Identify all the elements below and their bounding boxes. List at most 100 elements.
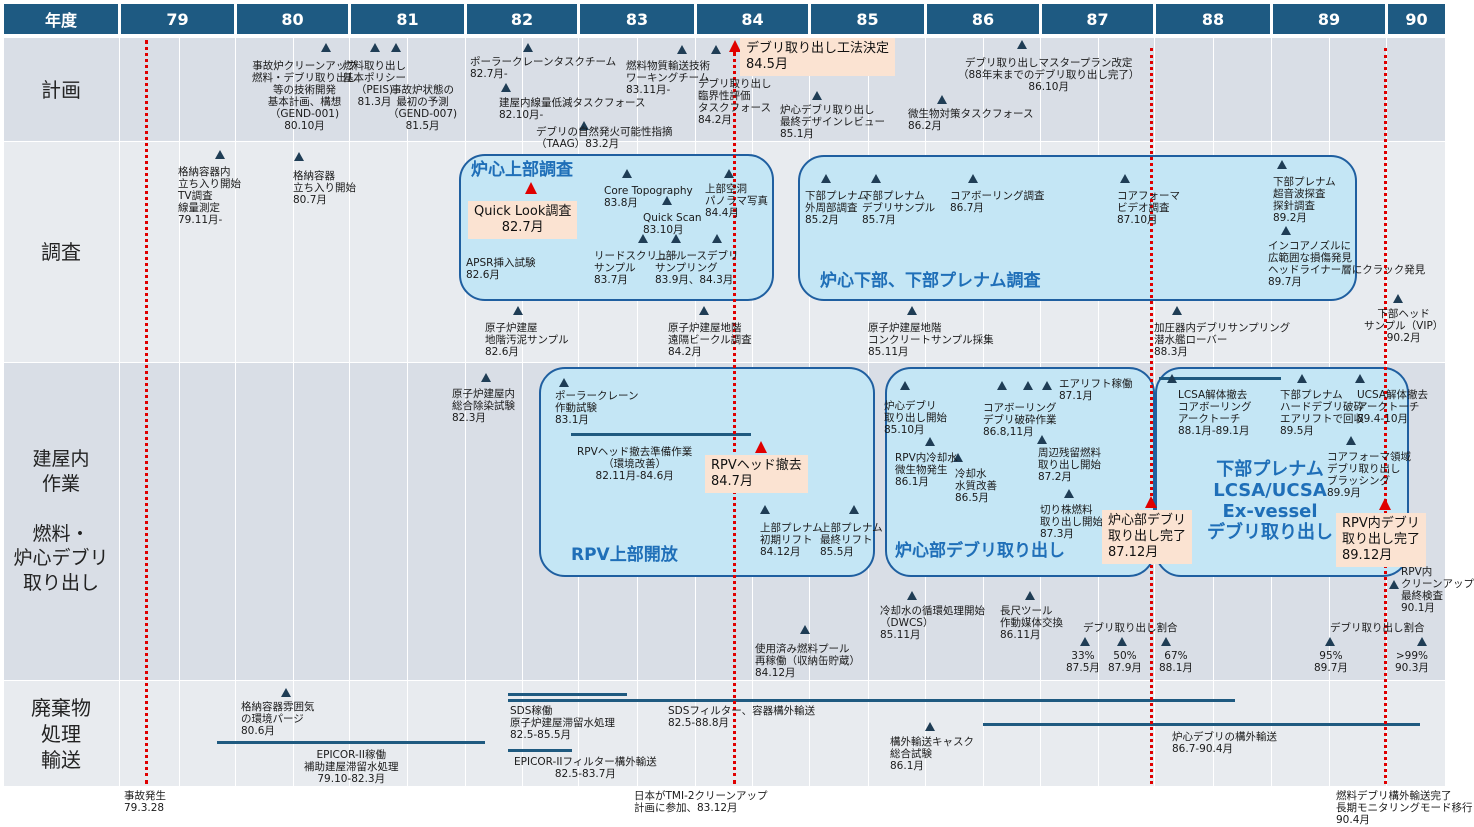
category-work-debris-removal: 建屋内 作業 燃料・ 炉心デブリ 取り出し	[13, 448, 109, 594]
header-year-86: 86	[927, 4, 1039, 34]
milestone-marker	[729, 40, 741, 52]
event-marker	[215, 150, 225, 159]
event-note: 燃料物質輸送技術 ワーキングチーム 83.11月-	[626, 60, 710, 96]
event-note: 下部プレナム 超音波探査 探針調査 89.2月	[1273, 176, 1336, 224]
event-marker	[523, 43, 533, 52]
event-note: 格納容器内 立ち入り開始 TV調査 線量測定 79.11月-	[178, 166, 241, 226]
milestone-marker	[1379, 498, 1391, 510]
event-note: Quick Scan 83.10月	[643, 212, 702, 236]
event-marker	[712, 234, 722, 243]
milestone-line-core-debris-complete	[1150, 48, 1153, 784]
header-year-label: 79	[166, 9, 189, 29]
event-marker	[622, 169, 632, 178]
event-note: ポーラークレーン 作動試験 83.1月	[555, 390, 639, 426]
event-marker	[1117, 637, 1127, 646]
event-marker	[997, 381, 1007, 390]
event-marker	[677, 45, 687, 54]
category-planning: 計画	[41, 77, 81, 102]
event-note: 燃料取り出し 基本ポリシー （PEIS) 81.3月	[343, 60, 406, 108]
event-note: エアリフト稼働 87.1月	[1059, 378, 1133, 402]
group-lower-core-survey	[798, 155, 1357, 301]
event-marker	[821, 174, 831, 183]
band-planning	[4, 38, 1445, 141]
header-year-label: 83	[625, 9, 649, 29]
event-note: 冷却水の循環処理開始 （DWCS） 85.11月	[880, 605, 985, 641]
event-note: デブリ取り出し 臨界性評価 タスクフォース 84.2月	[698, 78, 772, 126]
header-year-label: 84	[741, 9, 764, 29]
event-note: 事故炉クリーンアップ 燃料・デブリ取り出し 等の技術開発 基本計画、構想 （GE…	[252, 60, 357, 132]
event-note: コアボーリング調査 86.7月	[950, 190, 1045, 214]
header-year-label: 90	[1405, 9, 1428, 29]
event-marker	[662, 196, 672, 205]
event-marker	[871, 174, 881, 183]
milestone-line-rpv-debris-complete	[1384, 48, 1387, 784]
event-marker	[849, 505, 859, 514]
header-year-80: 80	[237, 4, 348, 34]
event-marker	[907, 591, 917, 600]
duration-bar	[508, 749, 572, 752]
milestone-marker	[525, 182, 537, 194]
event-marker	[925, 722, 935, 731]
event-marker	[370, 43, 380, 52]
event-note: 95% 89.7月	[1314, 650, 1348, 674]
event-marker	[671, 234, 681, 243]
callout-quick-look: Quick Look調査 82.7月	[468, 201, 578, 239]
milestone-marker	[1145, 496, 1157, 508]
event-marker	[1042, 381, 1052, 390]
header-year-82: 82	[467, 4, 577, 34]
event-marker	[1325, 637, 1335, 646]
event-note: 下部ヘッド サンプル（VIP） 90.2月	[1364, 308, 1444, 344]
event-note: コアフォーマ ビデオ調査 87.10月	[1117, 190, 1180, 226]
event-note: SDSフィルター、容器構外輸送 82.5-88.8月	[668, 705, 816, 729]
event-note: LCSA解体撤去 コアボーリング アークトーチ 88.1月-89.1月	[1178, 389, 1252, 437]
event-note: コアフォーマ領域 デブリ取り出し ブラッシング 89.9月	[1327, 451, 1411, 499]
milestone-line-japan-join	[733, 52, 736, 784]
header-fiscal-year-label: 年度	[44, 11, 77, 30]
milestone-marker	[755, 441, 767, 453]
header-year-label: 81	[396, 9, 419, 29]
duration-bar	[571, 433, 751, 436]
event-marker	[513, 306, 523, 315]
duration-bar	[508, 699, 1235, 702]
event-note: 50% 87.9月	[1108, 650, 1142, 674]
event-marker	[1120, 174, 1130, 183]
event-note: 上部プレナム 最終リフト 85.5月	[820, 522, 883, 558]
event-marker	[1297, 374, 1307, 383]
group-title: 炉心部デブリ取り出し	[895, 541, 1065, 561]
event-note: 原子炉建屋内 総合除染試験 82.3月	[452, 388, 515, 424]
header-year-84: 84	[697, 4, 808, 34]
event-marker	[1017, 40, 1027, 49]
event-note: RPV内 クリーンアップ 最終検査 90.1月	[1401, 566, 1474, 614]
grid-line	[465, 38, 466, 786]
event-marker	[579, 121, 589, 130]
event-note: 切り株燃料 取り出し開始 87.3月	[1040, 504, 1103, 540]
event-marker	[501, 83, 511, 92]
event-marker	[391, 43, 401, 52]
grid-line	[293, 38, 294, 786]
event-marker	[1161, 637, 1171, 646]
event-note: 長尺ツール 作動媒体交換 86.11月	[1000, 605, 1063, 641]
group-title: 炉心下部、下部プレナム調査	[820, 271, 1041, 291]
event-note: EPICOR-IIフィルター構外輸送 82.5-83.7月	[514, 756, 657, 780]
header-year-label: 89	[1317, 9, 1341, 29]
event-marker	[724, 169, 734, 178]
grid-line	[235, 38, 236, 786]
event-marker	[711, 45, 721, 54]
event-marker	[1172, 306, 1182, 315]
event-marker	[1346, 436, 1356, 445]
event-note: 事故炉状態の 最初の予測 （GEND-007) 81.5月	[388, 84, 458, 132]
event-note: 炉心デブリ取り出し 最終デザインレビュー 85.1月	[780, 104, 885, 140]
header-year-87: 87	[1042, 4, 1153, 34]
event-note: 下部プレナム デブリサンプル 85.7月	[862, 190, 936, 226]
event-marker	[1393, 294, 1403, 303]
header-year-label: 86	[971, 9, 995, 29]
event-note: インコアノズルに 広範囲な損傷発見 ヘッドライナー層にクラック発見 89.7月	[1268, 240, 1426, 288]
event-marker	[1167, 374, 1177, 383]
footer-note-accident: 事故発生 79.3.28	[124, 790, 166, 814]
event-note: 加圧器内デブリサンプリング 潜水艦ローバー 88.3月	[1154, 322, 1291, 358]
header-year-83: 83	[580, 4, 694, 34]
event-marker	[1389, 580, 1399, 589]
event-marker	[294, 152, 304, 161]
group-title: RPV上部開放	[571, 545, 678, 565]
event-note: 炉心デブリの構外輸送 86.7-90.4月	[1172, 731, 1277, 755]
